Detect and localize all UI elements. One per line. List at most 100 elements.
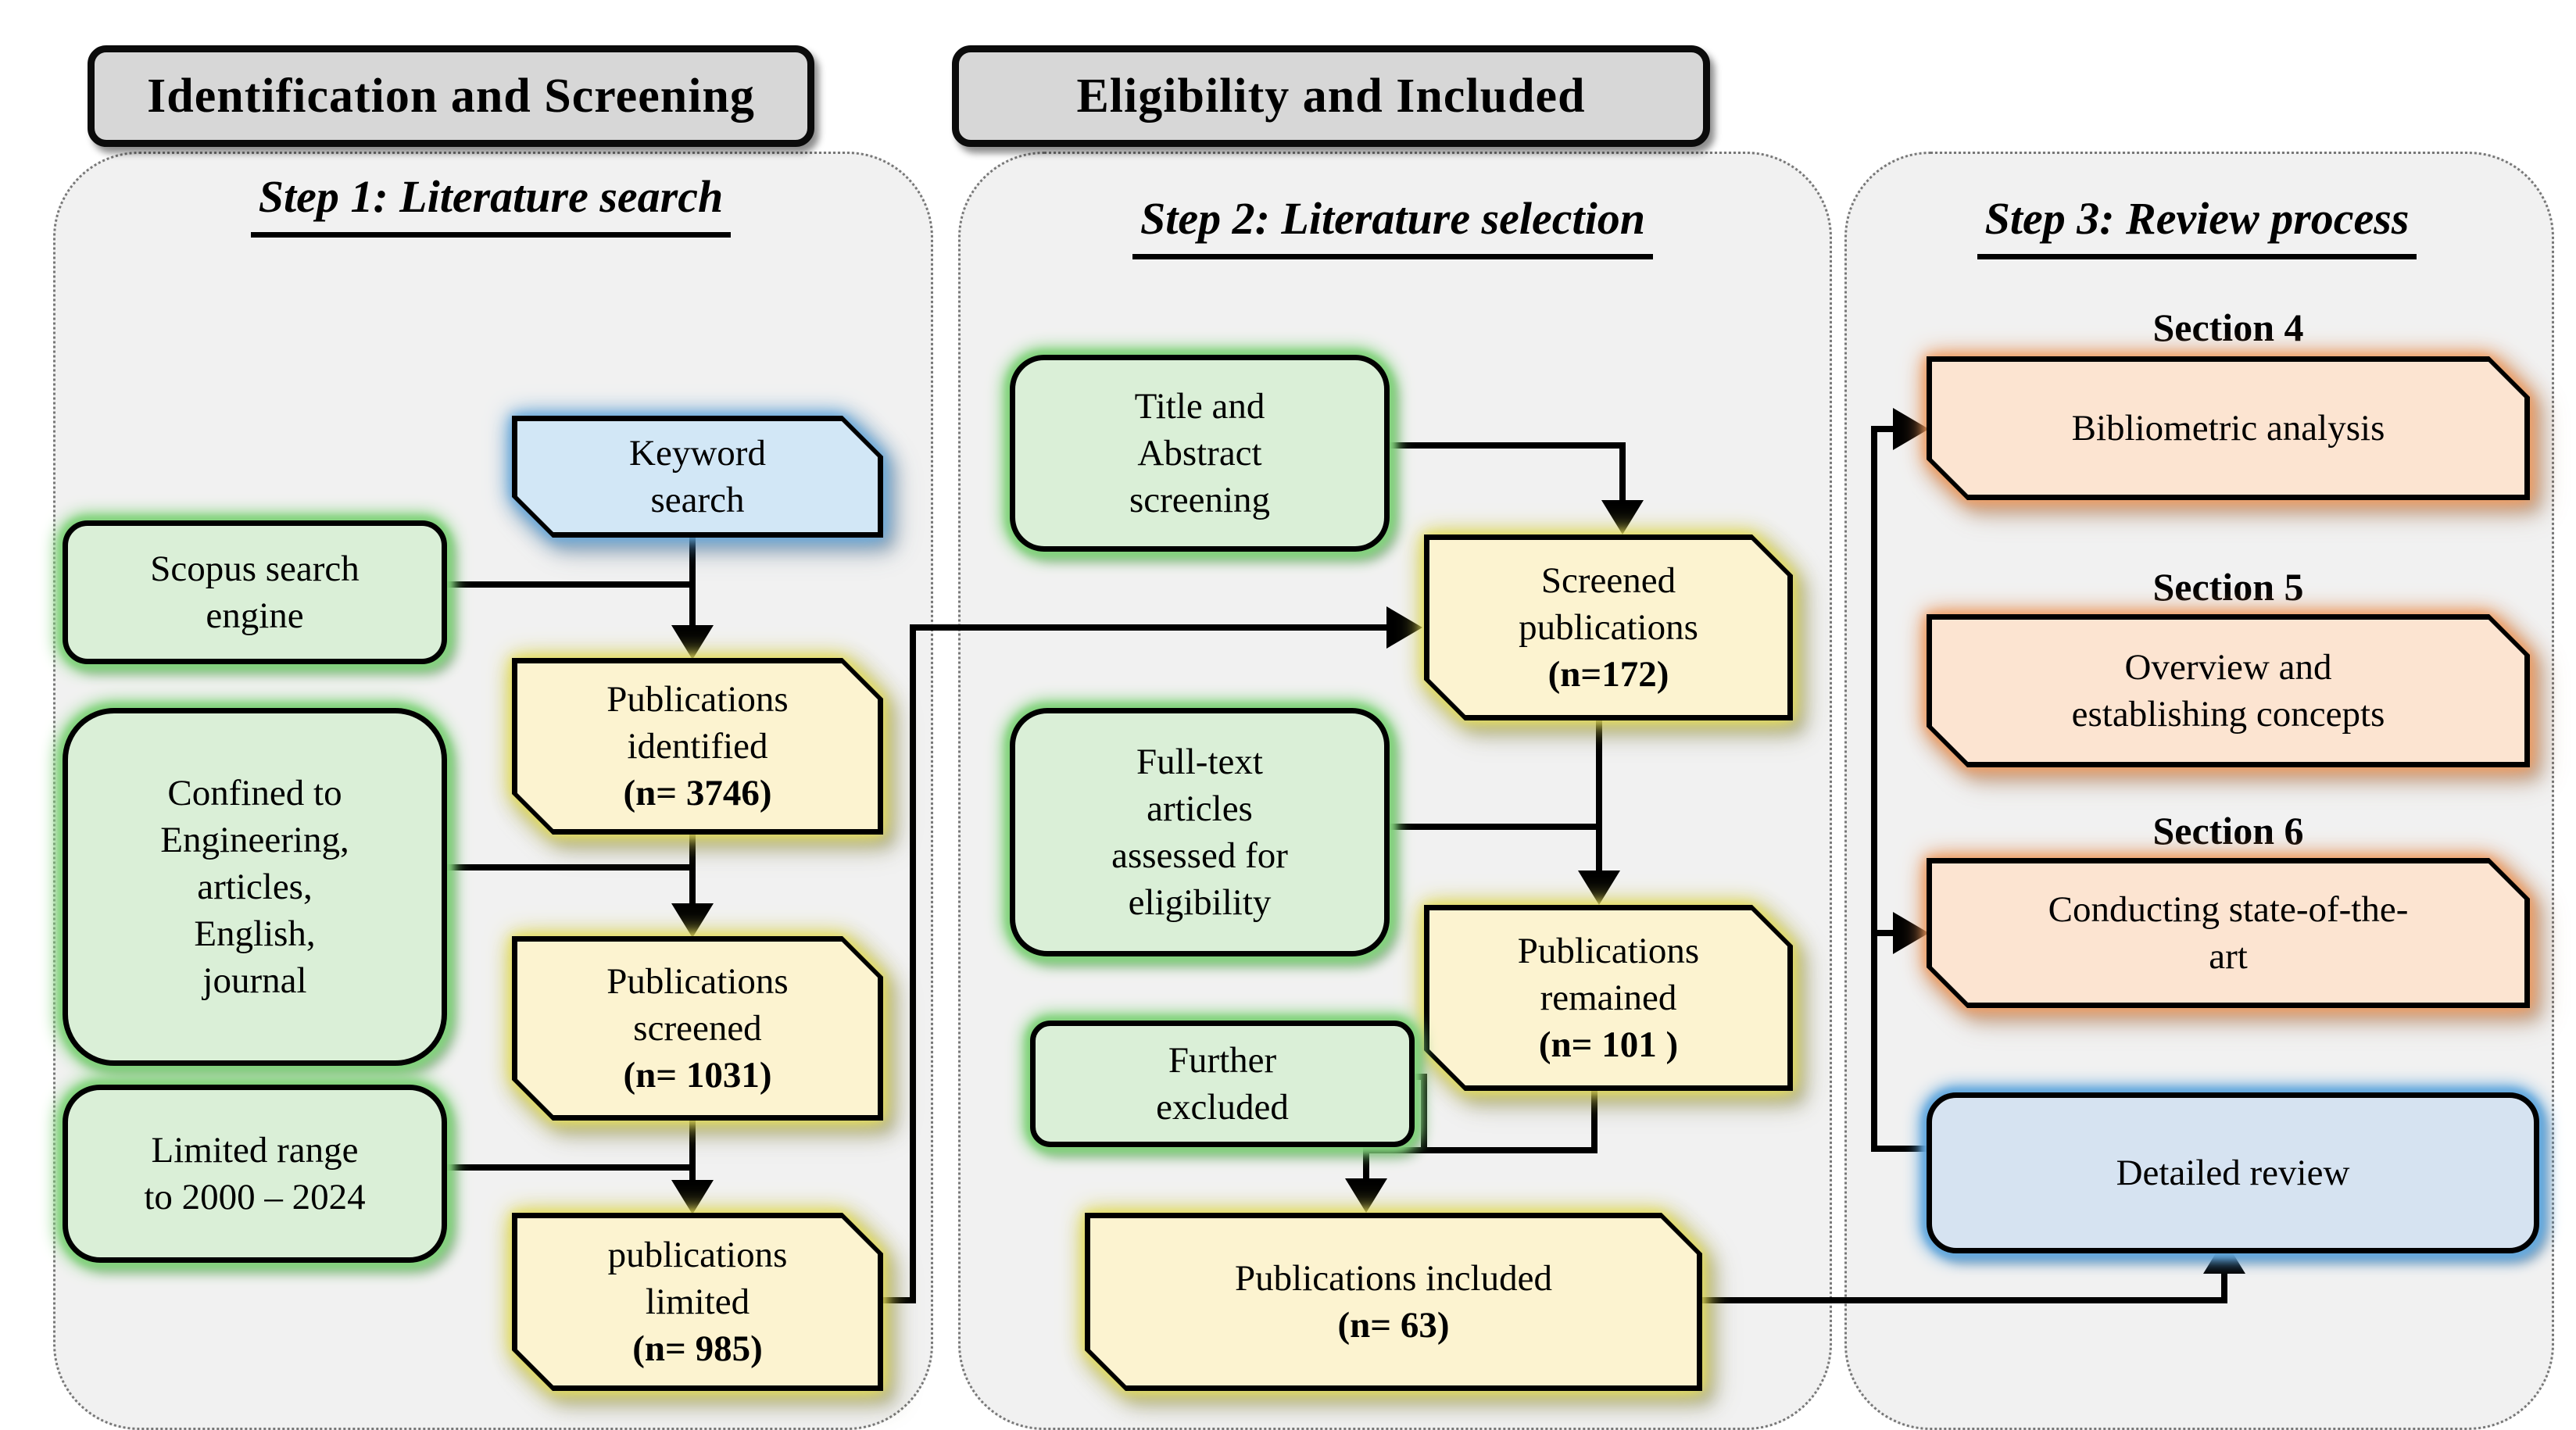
box-border-layer: Bibliometric analysis [1927,356,2530,500]
connector-keyword-to-identified [689,538,696,630]
box-border-layer: Publications screened (n= 1031) [512,936,883,1121]
node-publications-remained: Publications remained (n= 101 ) [1424,905,1793,1091]
box-label-line: art [2209,936,2248,977]
node-further-excluded: Further excluded [1030,1021,1415,1147]
section5-label: Section 5 [2152,565,2304,609]
box-count-label: (n=172) [1547,654,1669,695]
box-label-line: Bibliometric analysis [2071,407,2385,449]
box-count-label: (n= 3746) [623,773,772,814]
node-conducting-state-of-the-art: Conducting state-of-the- art [1927,858,2530,1008]
arrowhead-into-remained [1578,871,1620,905]
node-title-abstract-screening: Title and Abstract screening [1010,355,1390,552]
box-label-line: identified [627,725,768,767]
connector-merge-horizontal [1363,1147,1597,1153]
connector-merge-down-stub [1363,1147,1369,1183]
rail-elbow-to-detailed [1871,1146,1932,1152]
box-border-layer: Publications identified (n= 3746) [512,658,883,835]
node-screened-publications: Screened publications (n=172) [1424,534,1793,720]
header-identification-label: Identification and Screening [147,69,755,123]
box-border-layer: Screened publications (n=172) [1424,534,1793,720]
box-label-line: to 2000 – 2024 [144,1177,366,1217]
box-label-line: Publications [1517,930,1700,971]
box-label-line: Keyword [629,432,766,474]
box-label-line: excluded [1156,1087,1289,1128]
connector-remained-down [1591,1089,1597,1153]
box-border-layer: Publications included (n= 63) [1085,1213,1702,1391]
box-label-line: assessed for [1111,835,1288,876]
box-border-layer: Overview and establishing concepts [1927,614,2530,767]
arrowhead-into-limited [671,1180,714,1214]
node-limited-range: Limited range to 2000 – 2024 [63,1085,447,1263]
connector-confined-to-spine [431,864,692,871]
header-eligibility-included: Eligibility and Included [952,45,1710,147]
node-scopus-search-engine: Scopus search engine [63,520,447,664]
box-border-layer: Conducting state-of-the- art [1927,858,2530,1008]
node-overview-concepts: Overview and establishing concepts [1927,614,2530,767]
box-label-line: Conducting state-of-the- [2048,888,2409,930]
node-detailed-review: Detailed review [1927,1092,2539,1253]
box-label-line: Abstract [1137,432,1262,474]
box-label-line: Confined to [167,772,342,813]
connector-limited-up-vertical [910,624,916,1303]
rail-stub-to-conducting [1871,930,1898,936]
box-border-layer: Keyword search [512,416,883,538]
box-label-line: remained [1540,977,1677,1018]
box-label-line: establishing concepts [2071,694,2385,735]
box-fill-layer: Publications included (n= 63) [1090,1218,1697,1385]
node-publications-limited: publications limited (n= 985) [512,1213,883,1391]
box-fill-layer: Publications remained (n= 101 ) [1429,910,1787,1085]
arrowhead-into-identified [671,625,714,660]
box-label-line: English, [194,913,316,955]
box-label-line: eligibility [1128,882,1272,924]
box-fill-layer: Conducting state-of-the- art [1932,863,2524,1003]
box-border-layer: publications limited (n= 985) [512,1213,883,1391]
box-count-label: (n= 985) [632,1328,763,1370]
node-publications-included: Publications included (n= 63) [1085,1213,1702,1391]
step1-title: Step 1: Literature search [53,170,928,238]
arrowhead-into-conducting [1893,912,1929,954]
box-label-line: publications [607,1234,788,1275]
box-label-line: limited [645,1281,750,1322]
box-label-line: Title and [1134,385,1265,427]
node-bibliometric-analysis: Bibliometric analysis [1927,356,2530,500]
node-publications-identified: Publications identified (n= 3746) [512,658,883,835]
arrowhead-into-screened [671,903,714,938]
section6-label: Section 6 [2152,809,2304,853]
box-label-line: Overview and [2124,646,2332,688]
box-count-label: (n= 63) [1337,1305,1450,1346]
connector-included-to-detailed-vertical [2221,1271,2227,1303]
box-label-line: engine [206,595,304,636]
box-fill-layer: Overview and establishing concepts [1932,620,2524,762]
box-label-line: Publications [606,960,789,1002]
node-fulltext-assessed: Full-text articles assessed for eligibil… [1010,708,1390,956]
box-label-line: Detailed review [2116,1152,2350,1193]
connector-scopus-to-spine [431,581,692,588]
step2-title-label: Step 2: Literature selection [1132,192,1653,259]
box-label-line: Screened [1540,559,1676,601]
box-count-label: (n= 1031) [623,1055,772,1096]
box-border-layer: Publications remained (n= 101 ) [1424,905,1793,1091]
step2-title: Step 2: Literature selection [958,192,1827,259]
box-label-line: Publications included [1235,1257,1552,1299]
connector-titleabstract-down [1619,442,1626,503]
node-keyword-search: Keyword search [512,416,883,538]
box-fill-layer: Publications identified (n= 3746) [517,663,878,829]
box-label-line: articles, [197,866,313,907]
box-label-line: Further [1168,1039,1277,1081]
box-fill-layer: Keyword search [517,421,878,532]
section4-label: Section 4 [2152,306,2304,349]
box-label-line: Publications [606,678,789,720]
connector-titleabstract-horizontal [1376,442,1626,449]
box-label-line: Engineering, [160,819,349,860]
connector-included-to-detailed-horizontal [1699,1297,2227,1303]
arrowhead-into-screened-publications-top [1601,500,1644,534]
connector-screenedpubs-to-remained [1596,719,1602,875]
step1-title-label: Step 1: Literature search [250,170,732,238]
box-fill-layer: publications limited (n= 985) [517,1218,878,1385]
node-confined-criteria: Confined to Engineering, articles, Engli… [63,708,447,1066]
rail-stub-to-bibliometric [1871,426,1898,432]
connector-limited-to-screenedpubs [910,624,1388,631]
box-label-line: journal [202,960,307,1002]
box-fill-layer: Bibliometric analysis [1932,362,2524,495]
